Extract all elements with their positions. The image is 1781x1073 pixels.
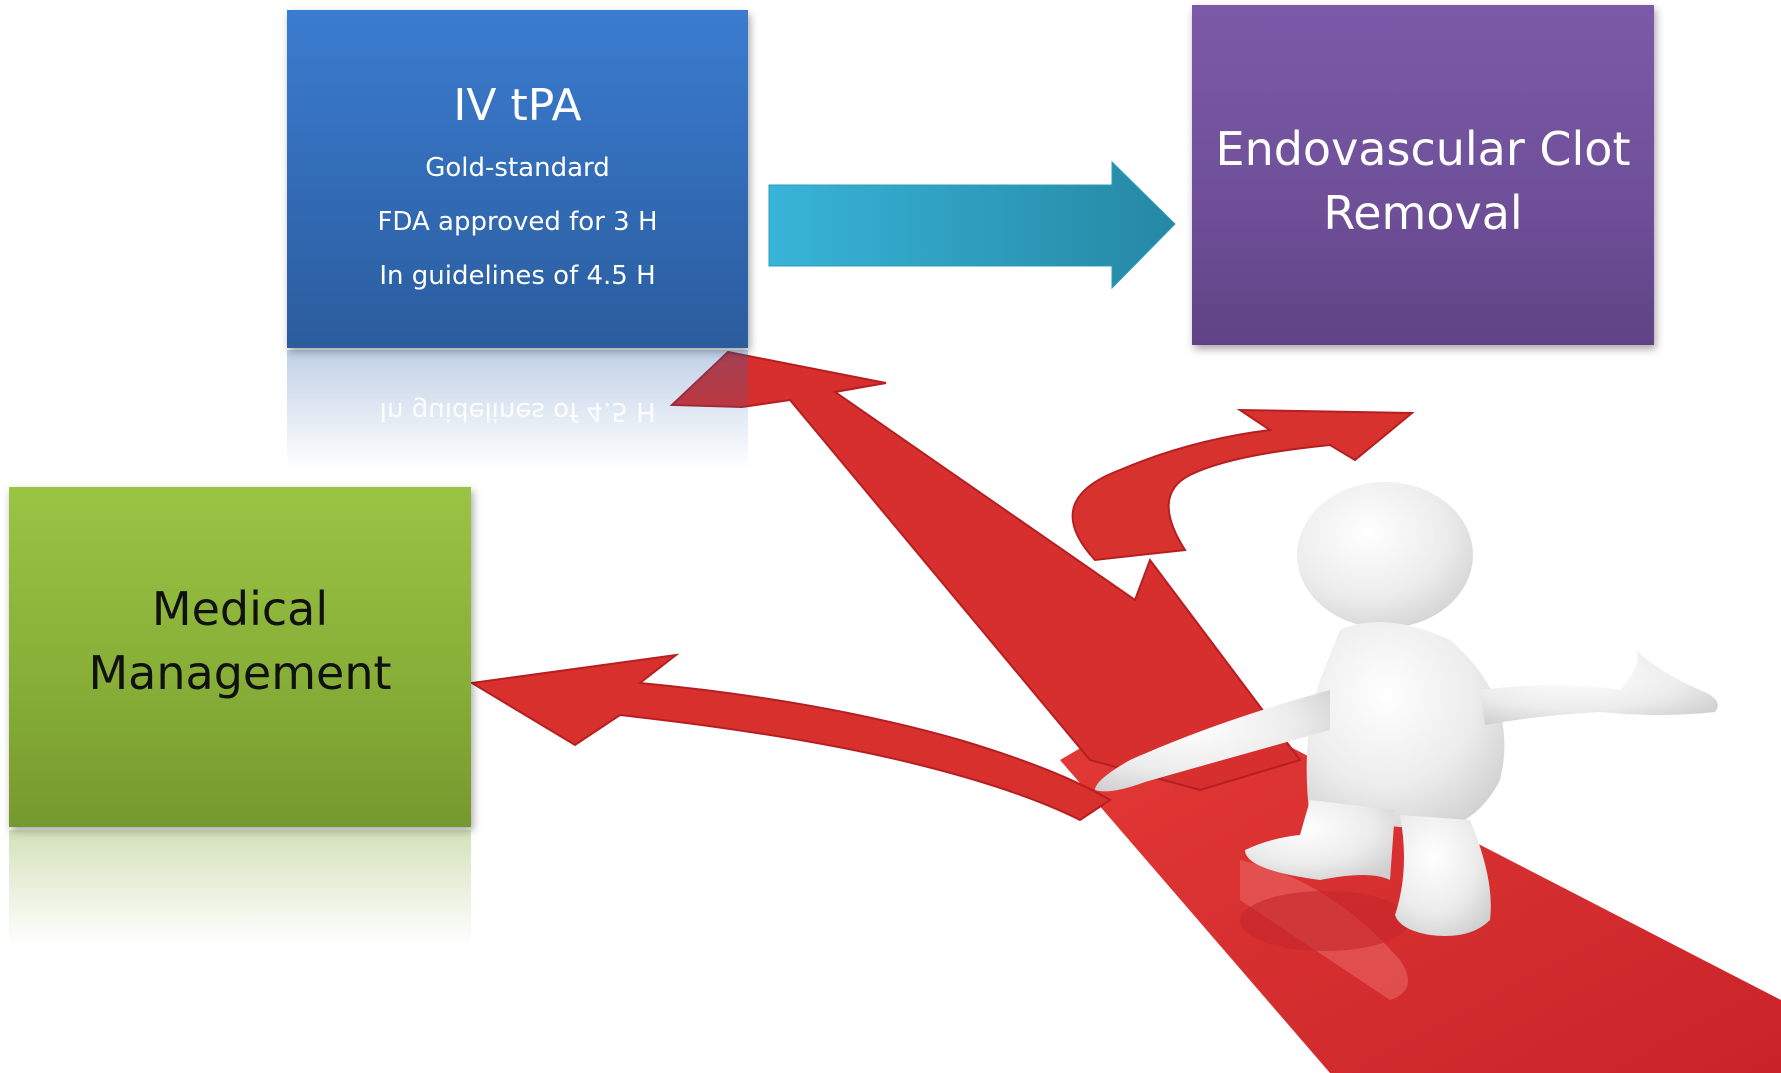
endovascular-label-line2: Removal	[1323, 186, 1523, 240]
iv-tpa-line-guidelines: In guidelines of 4.5 H	[379, 261, 656, 291]
medical-management-reflection	[9, 830, 471, 945]
iv-tpa-reflection: In guidelines of 4.5 H	[287, 350, 748, 470]
3d-person-figure-icon	[1095, 482, 1718, 951]
iv-tpa-title: IV tPA	[453, 80, 582, 131]
block-arrow-right-icon	[768, 160, 1176, 290]
medical-label-line1: Medical	[151, 582, 329, 636]
endovascular-label-line1: Endovascular Clot	[1215, 122, 1631, 176]
medical-label-line2: Management	[88, 646, 392, 700]
medical-management-box: Medical Management	[9, 487, 471, 827]
endovascular-box: Endovascular Clot Removal	[1192, 5, 1654, 345]
iv-tpa-box: IV tPA Gold-standard FDA approved for 3 …	[287, 10, 748, 348]
iv-tpa-line-gold-standard: Gold-standard	[425, 153, 610, 183]
iv-tpa-line-fda-approved: FDA approved for 3 H	[377, 207, 658, 237]
iv-tpa-reflection-text: In guidelines of 4.5 H	[379, 396, 656, 426]
